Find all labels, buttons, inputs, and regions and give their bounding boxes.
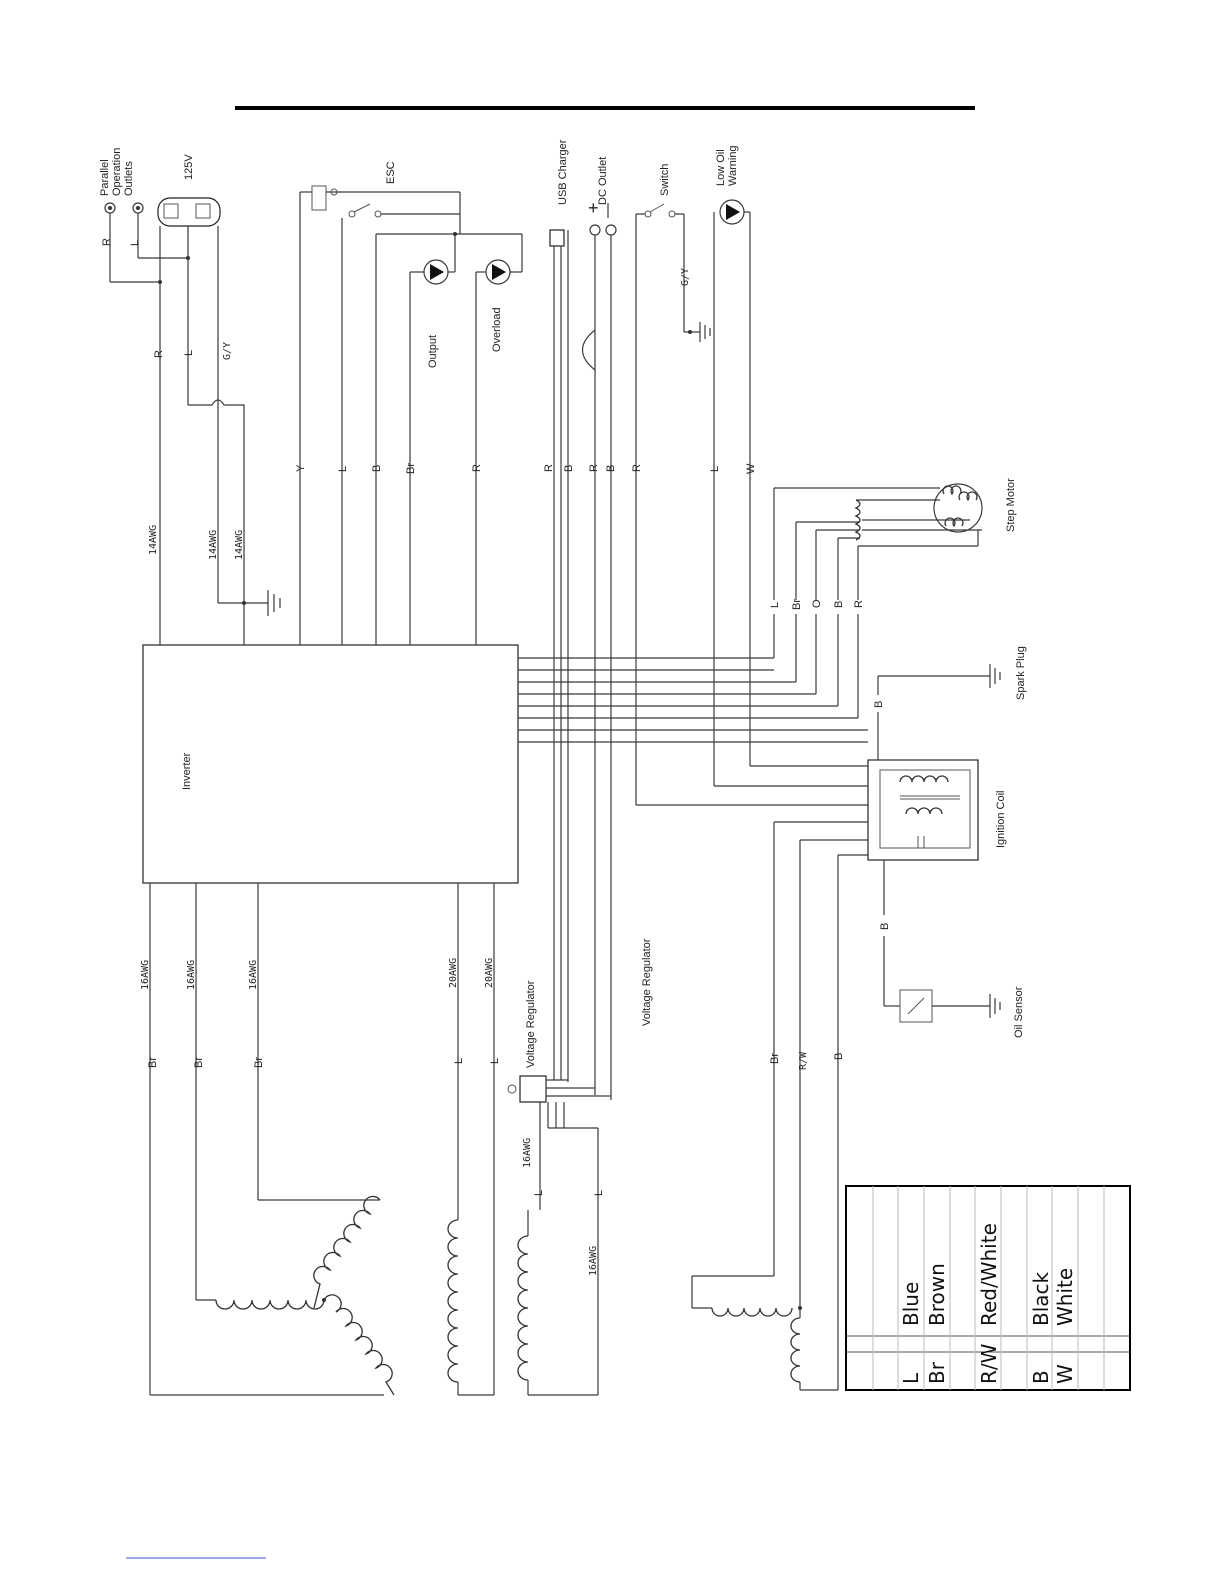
output-label: Output bbox=[427, 335, 439, 368]
legend-code-4: W bbox=[1053, 1364, 1077, 1384]
svg-text:R: R bbox=[588, 464, 600, 472]
step-motor bbox=[773, 483, 983, 600]
charge-winding bbox=[691, 1275, 838, 1391]
legend-color-3: Black bbox=[1029, 1271, 1053, 1326]
svg-text:14AWG: 14AWG bbox=[234, 530, 245, 560]
svg-text:Br: Br bbox=[405, 463, 417, 474]
svg-text:16AWG: 16AWG bbox=[522, 1138, 533, 1168]
low-oil-led bbox=[713, 199, 751, 786]
stator-three-phase-winding bbox=[150, 1195, 395, 1396]
svg-text:16AWG: 16AWG bbox=[248, 960, 259, 990]
svg-text:R/W: R/W bbox=[798, 1051, 809, 1070]
winding-16awg bbox=[517, 1210, 598, 1396]
svg-text:L: L bbox=[337, 466, 349, 472]
overload-label: Overload bbox=[491, 307, 503, 352]
legend-color-0: Blue bbox=[899, 1282, 923, 1326]
svg-text:R: R bbox=[543, 464, 555, 472]
voltage-regulator-label-2: Voltage Regulator bbox=[641, 938, 653, 1026]
voltage-regulator bbox=[507, 1075, 611, 1395]
legend-color-1: Brown bbox=[925, 1263, 949, 1326]
svg-text:G/Y: G/Y bbox=[680, 268, 691, 286]
svg-text:Br: Br bbox=[147, 1057, 159, 1068]
usb-label: USB Charger bbox=[557, 139, 569, 205]
dc-label: DC Outlet bbox=[597, 157, 609, 205]
parallel-outlets bbox=[104, 202, 190, 284]
legend-code-0: L bbox=[899, 1372, 923, 1384]
svg-text:B: B bbox=[371, 465, 383, 472]
svg-text:R: R bbox=[153, 350, 165, 358]
legend-code-2: R/W bbox=[977, 1343, 1001, 1384]
svg-text:R: R bbox=[101, 238, 113, 246]
legend-code-3: B bbox=[1029, 1370, 1053, 1384]
svg-text:B: B bbox=[833, 601, 845, 608]
svg-text:Br: Br bbox=[791, 599, 803, 610]
ignition-coil-label: Ignition Coil bbox=[995, 791, 1007, 848]
l-wire-crossover bbox=[188, 399, 245, 645]
svg-text:L: L bbox=[593, 1190, 605, 1196]
inverter-label: Inverter bbox=[181, 752, 193, 790]
legend-color-4: White bbox=[1053, 1268, 1077, 1326]
oil-sensor bbox=[883, 936, 1001, 1023]
svg-text:B: B bbox=[833, 1053, 845, 1060]
low-oil-label: Low OilWarning bbox=[715, 145, 739, 186]
svg-text:Br: Br bbox=[253, 1057, 265, 1068]
svg-text:Br: Br bbox=[193, 1057, 205, 1068]
outlet-125v bbox=[157, 197, 221, 645]
voltage-regulator-label: Voltage Regulator bbox=[525, 980, 537, 1068]
svg-text:B: B bbox=[605, 465, 617, 472]
winding-20awg bbox=[447, 1210, 494, 1396]
inverter-box bbox=[142, 644, 519, 884]
ignition-coil bbox=[636, 759, 979, 915]
legend-code-1: Br bbox=[925, 1361, 949, 1384]
svg-text:L: L bbox=[129, 240, 141, 246]
oil-sensor-label: Oil Sensor bbox=[1013, 986, 1025, 1038]
svg-text:20AWG: 20AWG bbox=[484, 958, 495, 988]
engine-switch bbox=[635, 203, 711, 805]
overload-led bbox=[475, 259, 523, 645]
svg-text:L: L bbox=[453, 1058, 465, 1064]
svg-text:R: R bbox=[853, 600, 865, 608]
svg-text:+: + bbox=[588, 198, 599, 218]
esc-switch bbox=[299, 185, 461, 645]
spark-plug-label: Spark Plug bbox=[1015, 646, 1027, 700]
svg-text:20AWG: 20AWG bbox=[448, 958, 459, 988]
label-125v: 125V bbox=[183, 154, 195, 180]
svg-text:16AWG: 16AWG bbox=[186, 960, 197, 990]
svg-text:Y: Y bbox=[295, 464, 307, 472]
svg-text:G/Y: G/Y bbox=[222, 342, 233, 360]
legend-color-2: Red/White bbox=[977, 1223, 1001, 1326]
svg-text:B: B bbox=[879, 923, 891, 930]
output-led bbox=[409, 259, 456, 645]
svg-text:B: B bbox=[873, 701, 885, 708]
svg-text:14AWG: 14AWG bbox=[148, 525, 159, 555]
svg-text:14AWG: 14AWG bbox=[208, 530, 219, 560]
parallel-outlets-label: ParallelOperationOutlets bbox=[99, 148, 135, 196]
usb-charger bbox=[549, 229, 569, 1082]
svg-text:B: B bbox=[563, 465, 575, 472]
svg-text:16AWG: 16AWG bbox=[588, 1246, 599, 1276]
svg-text:O: O bbox=[811, 599, 823, 608]
ground-symbol-1 bbox=[267, 590, 281, 616]
dc-outlet: + bbox=[581, 198, 617, 1100]
svg-text:Br: Br bbox=[769, 1053, 781, 1064]
esc-label: ESC bbox=[385, 161, 397, 184]
svg-text:L: L bbox=[533, 1190, 545, 1196]
spark-plug bbox=[877, 664, 1001, 760]
svg-text:W: W bbox=[745, 463, 757, 474]
svg-text:R: R bbox=[631, 464, 643, 472]
svg-text:R: R bbox=[471, 464, 483, 472]
title-bar bbox=[235, 106, 975, 110]
svg-text:L: L bbox=[769, 602, 781, 608]
svg-text:16AWG: 16AWG bbox=[140, 960, 151, 990]
switch-label: Switch bbox=[659, 164, 671, 196]
svg-text:L: L bbox=[489, 1058, 501, 1064]
step-motor-label: Step Motor bbox=[1005, 478, 1017, 532]
svg-text:L: L bbox=[183, 350, 195, 356]
color-legend: L Br R/W B W Blue Brown Red/White Black … bbox=[845, 1185, 1131, 1391]
svg-text:L: L bbox=[709, 466, 721, 472]
